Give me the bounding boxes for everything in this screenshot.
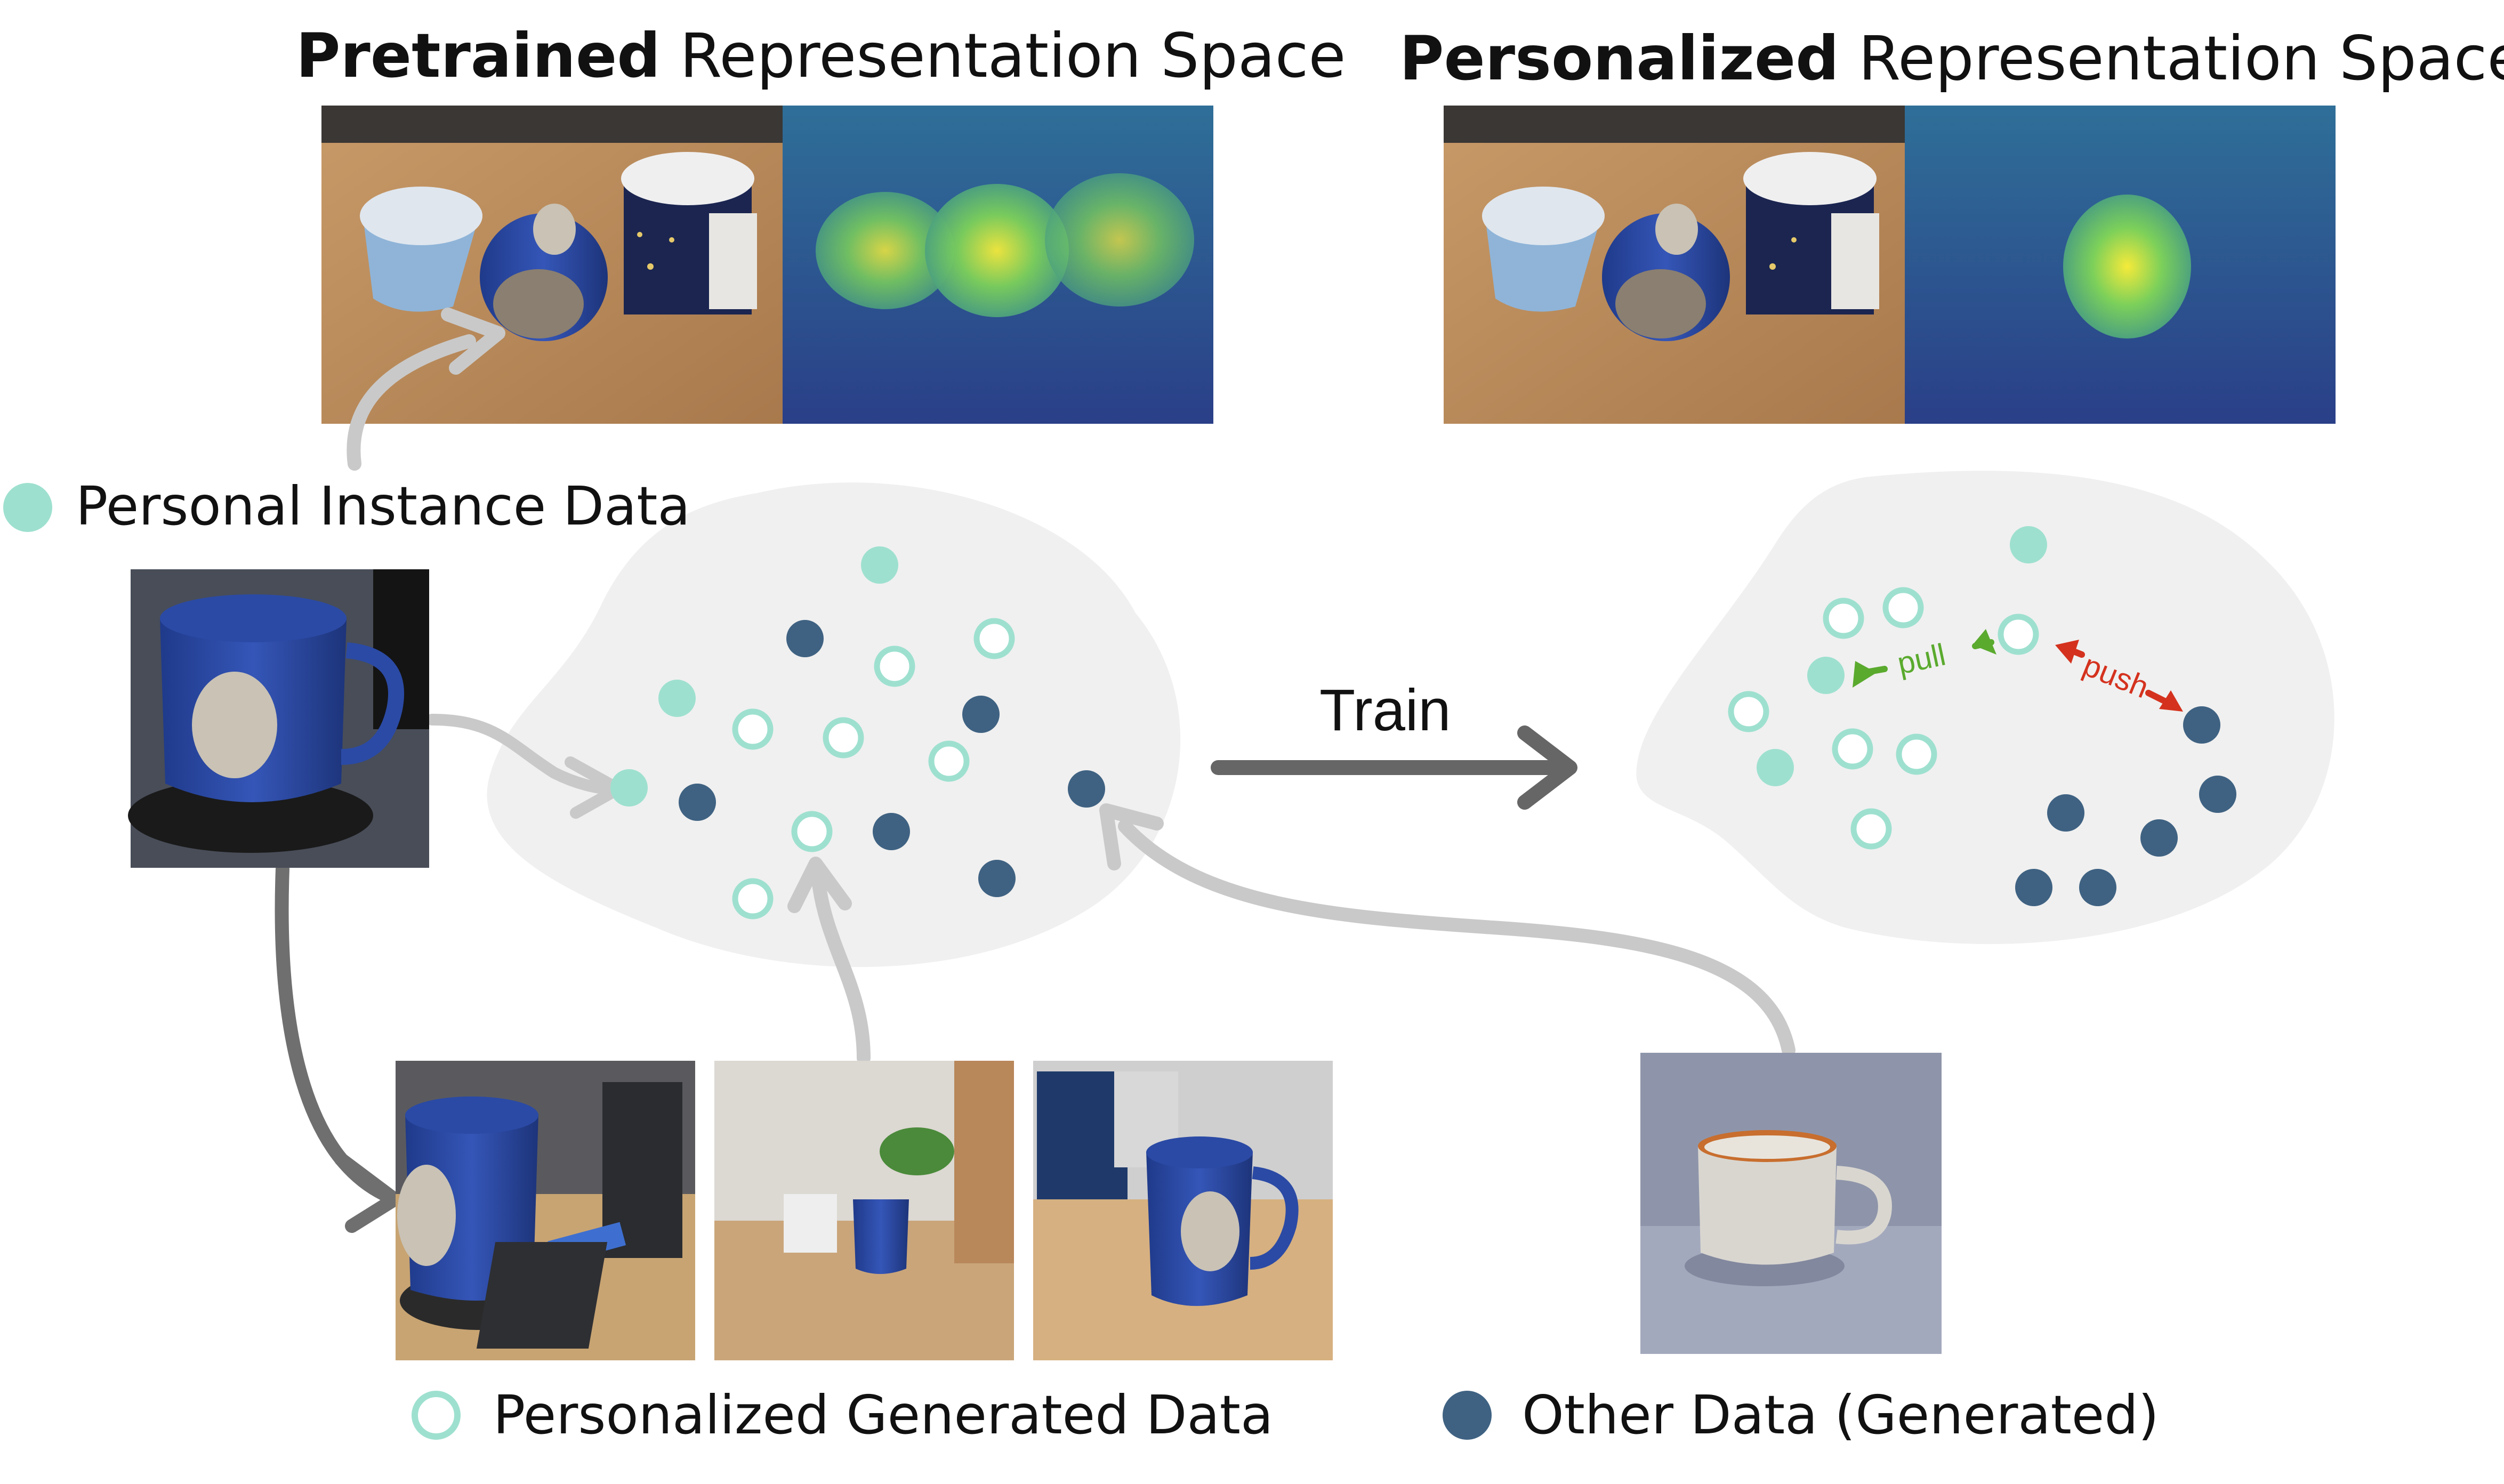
- other-point: [2079, 869, 2116, 906]
- other-data-photo: [1640, 1053, 1942, 1354]
- pull-arrows: [1853, 629, 1996, 688]
- pretrained-heatmap: [783, 106, 1213, 424]
- arrowhead-to-generated: [334, 1152, 401, 1233]
- arrow-to-generated: [275, 862, 391, 1201]
- personal-point: [1757, 749, 1794, 786]
- generated-point: [1896, 733, 1937, 775]
- other-point: [786, 620, 824, 657]
- personal-point: [861, 546, 898, 584]
- pretrained-points: [610, 546, 1105, 920]
- generated-point: [1728, 691, 1769, 732]
- train-label: Train: [1319, 678, 1451, 743]
- other-point: [2183, 706, 2220, 744]
- generated-point: [874, 646, 915, 687]
- generated-photo-3: [1033, 1061, 1333, 1360]
- other-point: [2015, 869, 2052, 906]
- other-point: [873, 813, 910, 850]
- generated-point: [791, 811, 833, 852]
- other-point: [2047, 794, 2084, 832]
- legend-other-marker: [1443, 1391, 1492, 1440]
- personalized-heatmap: [1905, 106, 2336, 424]
- personalized-title-rest: Representation Space: [1839, 23, 2504, 94]
- other-point: [2199, 776, 2236, 813]
- personal-point: [610, 769, 648, 806]
- push-arrows: [2055, 640, 2183, 712]
- generated-point: [1832, 728, 1873, 770]
- other-point: [679, 784, 716, 821]
- generated-point: [1850, 808, 1892, 850]
- personalized-points: [1728, 526, 2236, 906]
- arrows: [275, 308, 1796, 1233]
- pretrained-title: Pretrained Representation Space: [296, 26, 1346, 86]
- legend-personal-marker: [3, 483, 52, 532]
- personal-point: [2010, 526, 2047, 563]
- personal-instance-photo: [128, 569, 429, 868]
- generated-point: [732, 878, 774, 920]
- arrow-to-pretrained: [347, 334, 476, 471]
- legend-other-label: Other Data (Generated): [1522, 1384, 2159, 1446]
- arrowhead-to-pretrained: [441, 308, 505, 375]
- legend-generated-marker: [412, 1391, 461, 1440]
- personalized-photo: [1444, 106, 1905, 424]
- generated-point: [973, 618, 1015, 659]
- other-point: [962, 696, 1000, 733]
- arrowhead-generated-up: [787, 857, 852, 913]
- arrow-generated-up: [811, 873, 871, 1065]
- pretrained-title-bold: Pretrained: [296, 20, 661, 91]
- arrow-to-blob: [426, 714, 619, 795]
- personalized-title-bold: Personalized: [1399, 23, 1839, 94]
- arrow-other-up: [1118, 819, 1796, 1057]
- personal-point: [658, 680, 696, 717]
- other-point: [1068, 770, 1105, 808]
- generated-point: [823, 717, 864, 759]
- generated-point: [928, 740, 970, 782]
- generated-point: [1823, 598, 1864, 639]
- generated-point: [732, 708, 774, 750]
- personalized-title: Personalized Representation Space: [1399, 28, 2504, 89]
- generated-photo-2: [476, 1061, 1014, 1360]
- other-point: [978, 860, 1016, 897]
- personal-point: [1807, 657, 1845, 694]
- train-arrowhead: [1517, 725, 1577, 810]
- generated-point: [1998, 614, 2039, 655]
- pretrained-title-rest: Representation Space: [660, 20, 1346, 91]
- other-point: [2140, 819, 2178, 857]
- generated-point: [1882, 587, 1924, 628]
- arrowhead-other-up: [1099, 803, 1164, 870]
- legend-generated-label: Personalized Generated Data: [493, 1384, 1274, 1446]
- legend-personal-label: Personal Instance Data: [76, 475, 690, 537]
